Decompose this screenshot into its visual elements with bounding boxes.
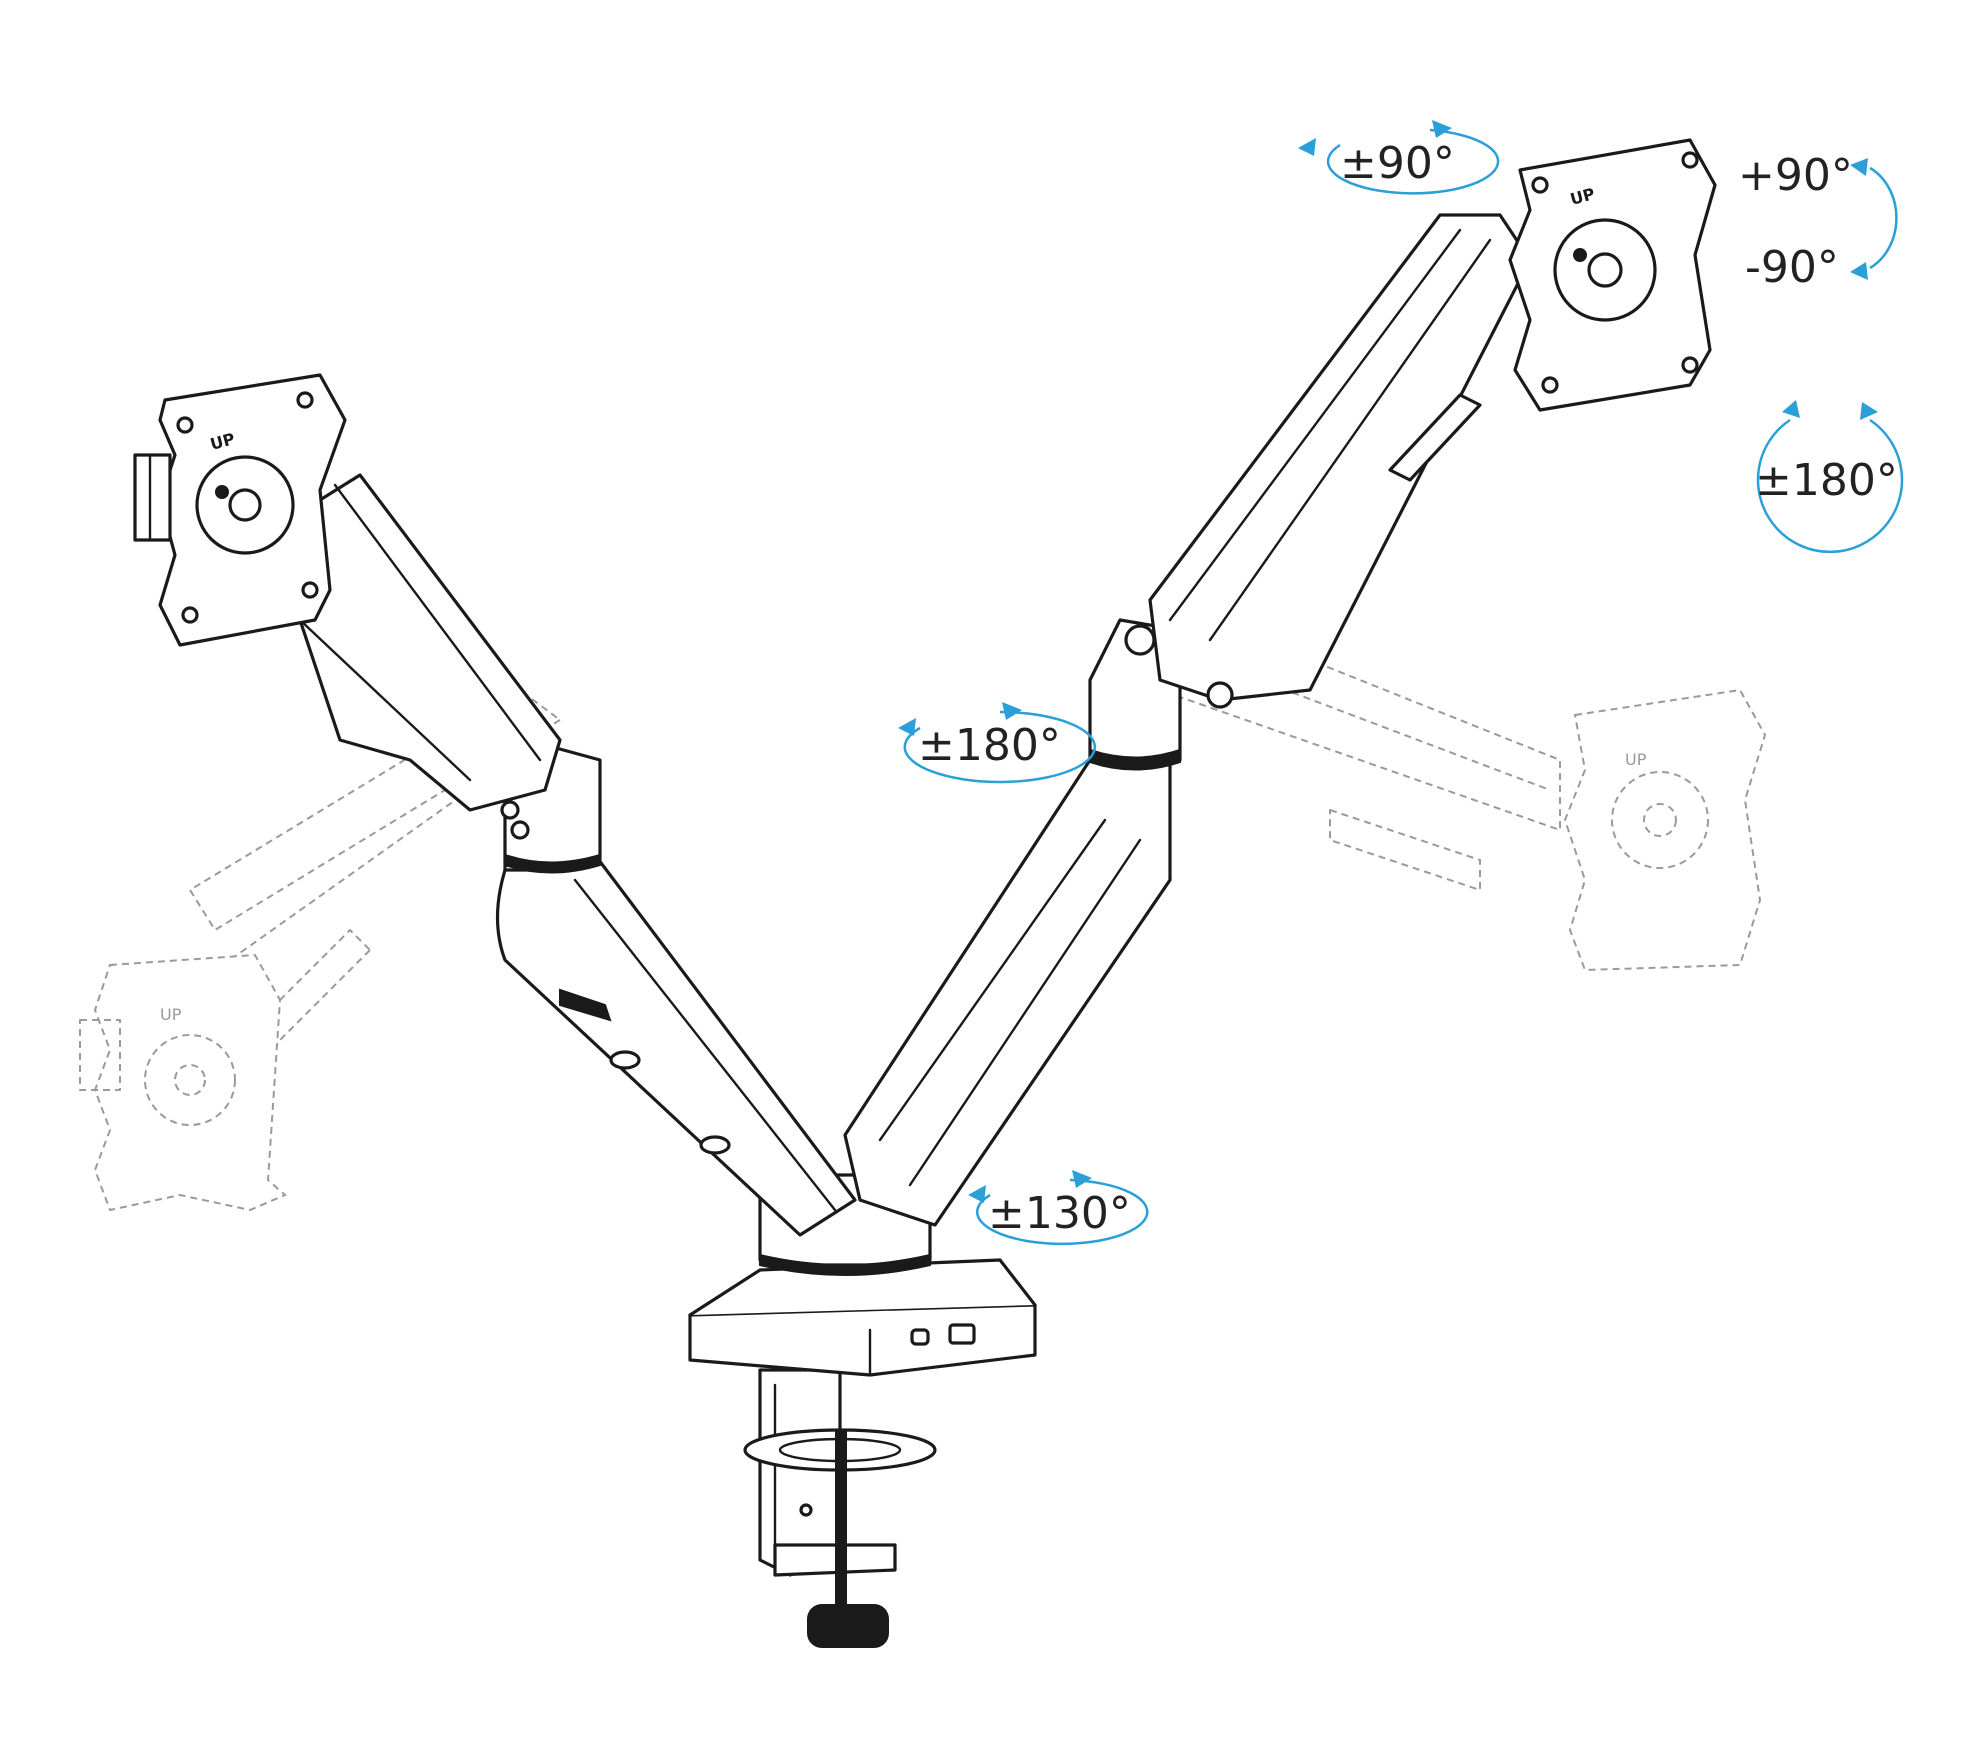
desk-clamp [743, 1368, 937, 1648]
tilt-callout: +90° -90° [1738, 150, 1898, 293]
ghost-right-vesa-plate: UP [1563, 688, 1767, 972]
ghost-left-vesa-plate: UP [79, 953, 287, 1212]
tilt-down-label: -90° [1745, 242, 1839, 293]
rotate-label: ±180° [1755, 455, 1898, 506]
ghost-right-up-text: UP [1625, 750, 1647, 769]
right-upper-arm [1148, 213, 1532, 709]
top-swivel-label: ±90° [1340, 138, 1455, 189]
elbow-callout: ±180° [898, 702, 1096, 784]
top-swivel-callout: ±90° [1298, 120, 1500, 195]
right-vesa-plate: UP [1508, 138, 1717, 412]
left-upper-arm [238, 473, 562, 840]
tilt-up-label: +90° [1738, 150, 1853, 201]
base-callout: ±130° [968, 1170, 1149, 1246]
base-block [688, 1258, 1037, 1377]
elbow-label: ±180° [918, 720, 1061, 771]
rotate-callout: ±180° [1755, 400, 1904, 554]
left-vesa-plate: UP [133, 373, 347, 647]
base-label: ±130° [988, 1188, 1131, 1239]
left-lower-arm [495, 833, 857, 1237]
right-lower-arm [843, 758, 1172, 1227]
ghost-left-up-text: UP [160, 1005, 182, 1024]
